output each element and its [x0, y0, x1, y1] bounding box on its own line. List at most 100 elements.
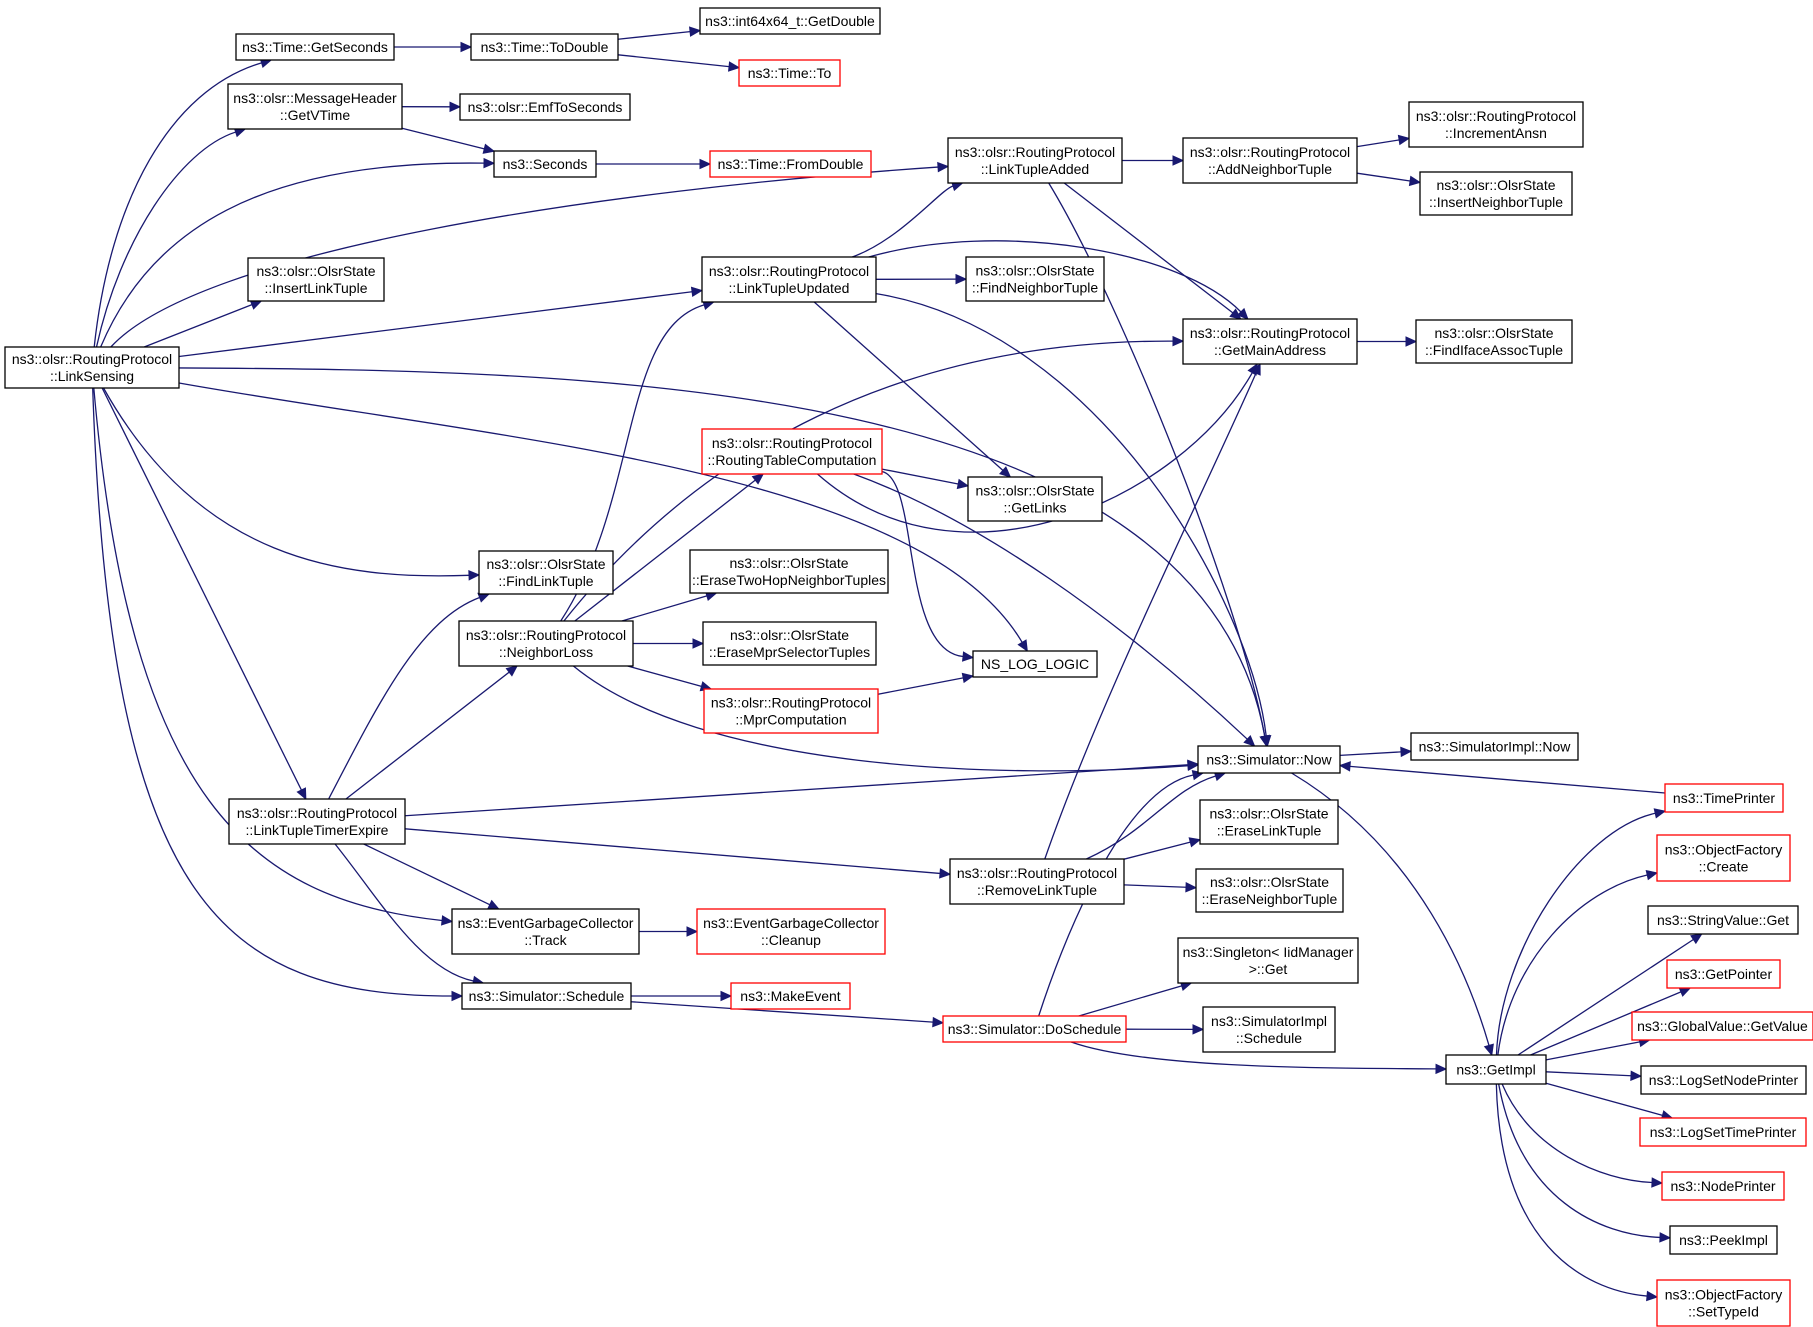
edge-line [178, 382, 1023, 643]
node-label: ns3::olsr::OlsrState [1436, 177, 1555, 193]
edge-routingtablecomputation-to-ns_log_logic [881, 470, 975, 662]
node-objectfactory-settypeid[interactable]: ns3::ObjectFactory::SetTypeId [1656, 1279, 1791, 1327]
node-getlinks[interactable]: ns3::olsr::OlsrState::GetLinks [967, 476, 1103, 522]
node-msg-getvtime[interactable]: ns3::olsr::MessageHeader::GetVTime [227, 83, 403, 130]
node-label: ::IncrementAnsn [1445, 125, 1547, 141]
node-box [451, 908, 640, 955]
node-addneighbortuple[interactable]: ns3::olsr::RoutingProtocol::AddNeighborT… [1182, 137, 1358, 184]
node-mprcomputation[interactable]: ns3::olsr::RoutingProtocol::MprComputati… [703, 688, 879, 734]
node-getmainaddress[interactable]: ns3::olsr::RoutingProtocol::GetMainAddre… [1182, 318, 1358, 365]
node-eraselinktuple[interactable]: ns3::olsr::OlsrState::EraseLinkTuple [1199, 799, 1339, 845]
node-label: ns3::LogSetTimePrinter [1650, 1124, 1797, 1140]
node-label: ns3::ObjectFactory [1665, 1287, 1783, 1303]
node-time-to[interactable]: ns3::Time::To [738, 59, 841, 87]
edge-line [617, 54, 730, 68]
edge-time_getseconds-to-time_todouble [394, 41, 473, 53]
edge-removelinktuple-to-eraseneighbortuple [1123, 881, 1198, 893]
node-label: ns3::olsr::OlsrState [730, 627, 849, 643]
node-time-getseconds[interactable]: ns3::Time::GetSeconds [235, 33, 395, 61]
edge-line [100, 162, 485, 348]
node-erasemprselector[interactable]: ns3::olsr::OlsrState::EraseMprSelectorTu… [702, 621, 877, 666]
node-seconds[interactable]: ns3::Seconds [493, 150, 597, 178]
node-label: ns3::olsr::OlsrState [729, 555, 848, 571]
edge-line [178, 367, 1266, 737]
edge-getimpl-to-peekimpl [1498, 1083, 1672, 1243]
edge-line [110, 166, 939, 348]
node-linksensing[interactable]: ns3::olsr::RoutingProtocol::LinkSensing [4, 346, 180, 389]
arrowhead [1659, 1232, 1672, 1243]
edge-line [1545, 1041, 1640, 1061]
edge-neighborloss-to-getmainaddress [563, 335, 1185, 622]
arrowhead [956, 478, 970, 490]
node-erasetwohop[interactable]: ns3::olsr::OlsrState::EraseTwoHopNeighbo… [689, 549, 889, 594]
edge-line [881, 470, 964, 658]
node-time-fromdouble[interactable]: ns3::Time::FromDouble [709, 150, 872, 178]
edge-line [572, 665, 1189, 772]
node-findlinktuple[interactable]: ns3::olsr::OlsrState::FindLinkTuple [478, 550, 614, 595]
edge-mprcomputation-to-ns_log_logic [877, 672, 975, 695]
node-peekimpl[interactable]: ns3::PeekImpl [1669, 1225, 1778, 1255]
arrowhead [441, 915, 454, 926]
node-box [1631, 1011, 1813, 1041]
node-label: ns3::olsr::OlsrState [1209, 806, 1328, 822]
node-getpointer[interactable]: ns3::GetPointer [1666, 959, 1781, 989]
arrowhead [692, 638, 705, 649]
node-linktupletimerexpire[interactable]: ns3::olsr::RoutingProtocol::LinkTupleTim… [228, 798, 406, 845]
node-stringvalue-get[interactable]: ns3::StringValue::Get [1647, 905, 1799, 935]
node-globalvalue-getvalue[interactable]: ns3::GlobalValue::GetValue [1631, 1011, 1813, 1041]
node-label: NS_LOG_LOGIC [981, 656, 1089, 672]
node-simimpl-now[interactable]: ns3::SimulatorImpl::Now [1410, 732, 1579, 761]
node-incrementansn[interactable]: ns3::olsr::RoutingProtocol::IncrementAns… [1408, 101, 1584, 148]
edge-addneighbortuple-to-incrementansn [1356, 134, 1411, 148]
node-nodeprinter[interactable]: ns3::NodePrinter [1661, 1171, 1785, 1201]
node-int64-getdouble[interactable]: ns3::int64x64_t::GetDouble [699, 7, 881, 35]
node-logsettimeprinter[interactable]: ns3::LogSetTimePrinter [1639, 1117, 1807, 1147]
node-simulator-schedule[interactable]: ns3::Simulator::Schedule [461, 982, 632, 1010]
node-ns-log-logic[interactable]: NS_LOG_LOGIC [972, 650, 1098, 678]
edge-line [1070, 1041, 1437, 1070]
node-label: ns3::olsr::OlsrState [975, 483, 1094, 499]
node-simulator-now[interactable]: ns3::Simulator::Now [1197, 745, 1341, 774]
edge-removelinktuple-to-getmainaddress [1044, 362, 1261, 860]
node-label: ns3::olsr::RoutingProtocol [1190, 144, 1350, 160]
arrowhead [1645, 869, 1659, 881]
node-linktupleupdated[interactable]: ns3::olsr::RoutingProtocol::LinkTupleUpd… [701, 256, 877, 303]
arrowhead [1678, 987, 1692, 997]
node-removelinktuple[interactable]: ns3::olsr::RoutingProtocol::RemoveLinkTu… [949, 858, 1125, 905]
node-insertneighbortuple[interactable]: ns3::olsr::OlsrState::InsertNeighborTupl… [1419, 171, 1573, 216]
edge-linktupletimerexpire-to-neighborloss [345, 665, 519, 800]
edge-removelinktuple-to-eraselinktuple [1123, 837, 1202, 860]
arrowhead [1243, 734, 1256, 747]
node-getimpl[interactable]: ns3::GetImpl [1445, 1054, 1547, 1085]
node-logsetnodeprinter[interactable]: ns3::LogSetNodePrinter [1640, 1065, 1807, 1095]
node-time-todouble[interactable]: ns3::Time::ToDouble [470, 33, 619, 61]
node-egc-track[interactable]: ns3::EventGarbageCollector::Track [451, 908, 640, 955]
edge-line [813, 301, 1004, 471]
node-simimpl-schedule[interactable]: ns3::SimulatorImpl::Schedule [1202, 1006, 1336, 1053]
node-neighborloss[interactable]: ns3::olsr::RoutingProtocol::NeighborLoss [458, 620, 634, 667]
node-box [470, 33, 619, 61]
node-emftoseconds[interactable]: ns3::olsr::EmfToSeconds [459, 93, 631, 121]
node-label: ::LinkSensing [50, 368, 134, 384]
node-findneighbortuple[interactable]: ns3::olsr::OlsrState::FindNeighborTuple [965, 256, 1105, 302]
node-timeprinter[interactable]: ns3::TimePrinter [1664, 783, 1784, 813]
edge-line [1356, 172, 1411, 182]
node-findifaceassoctuple[interactable]: ns3::olsr::OlsrState::FindIfaceAssocTupl… [1415, 319, 1573, 364]
node-singleton-get[interactable]: ns3::Singleton< IidManager>::Get [1177, 937, 1359, 984]
node-insertlinktuple[interactable]: ns3::olsr::OlsrState::InsertLinkTuple [247, 257, 385, 302]
node-linktupleadded[interactable]: ns3::olsr::RoutingProtocol::LinkTupleAdd… [947, 137, 1123, 184]
node-egc-cleanup[interactable]: ns3::EventGarbageCollector::Cleanup [696, 908, 886, 955]
edge-line [1495, 812, 1656, 1056]
node-label: ns3::olsr::RoutingProtocol [957, 865, 1117, 881]
node-makeevent[interactable]: ns3::MakeEvent [730, 982, 851, 1010]
node-doschedule[interactable]: ns3::Simulator::DoSchedule [942, 1015, 1127, 1043]
arrowhead [487, 899, 500, 910]
node-label: ns3::Time::ToDouble [481, 39, 609, 55]
edge-line [1078, 985, 1182, 1017]
node-objectfactory-create[interactable]: ns3::ObjectFactory::Create [1656, 834, 1791, 882]
edge-line [1123, 841, 1191, 860]
node-eraseneighbortuple[interactable]: ns3::olsr::OlsrState::EraseNeighborTuple [1195, 868, 1344, 913]
edge-simulator_now-to-simimpl_now [1339, 746, 1413, 758]
arrowhead [505, 665, 519, 677]
node-routingtablecomputation[interactable]: ns3::olsr::RoutingProtocol::RoutingTable… [701, 428, 883, 475]
